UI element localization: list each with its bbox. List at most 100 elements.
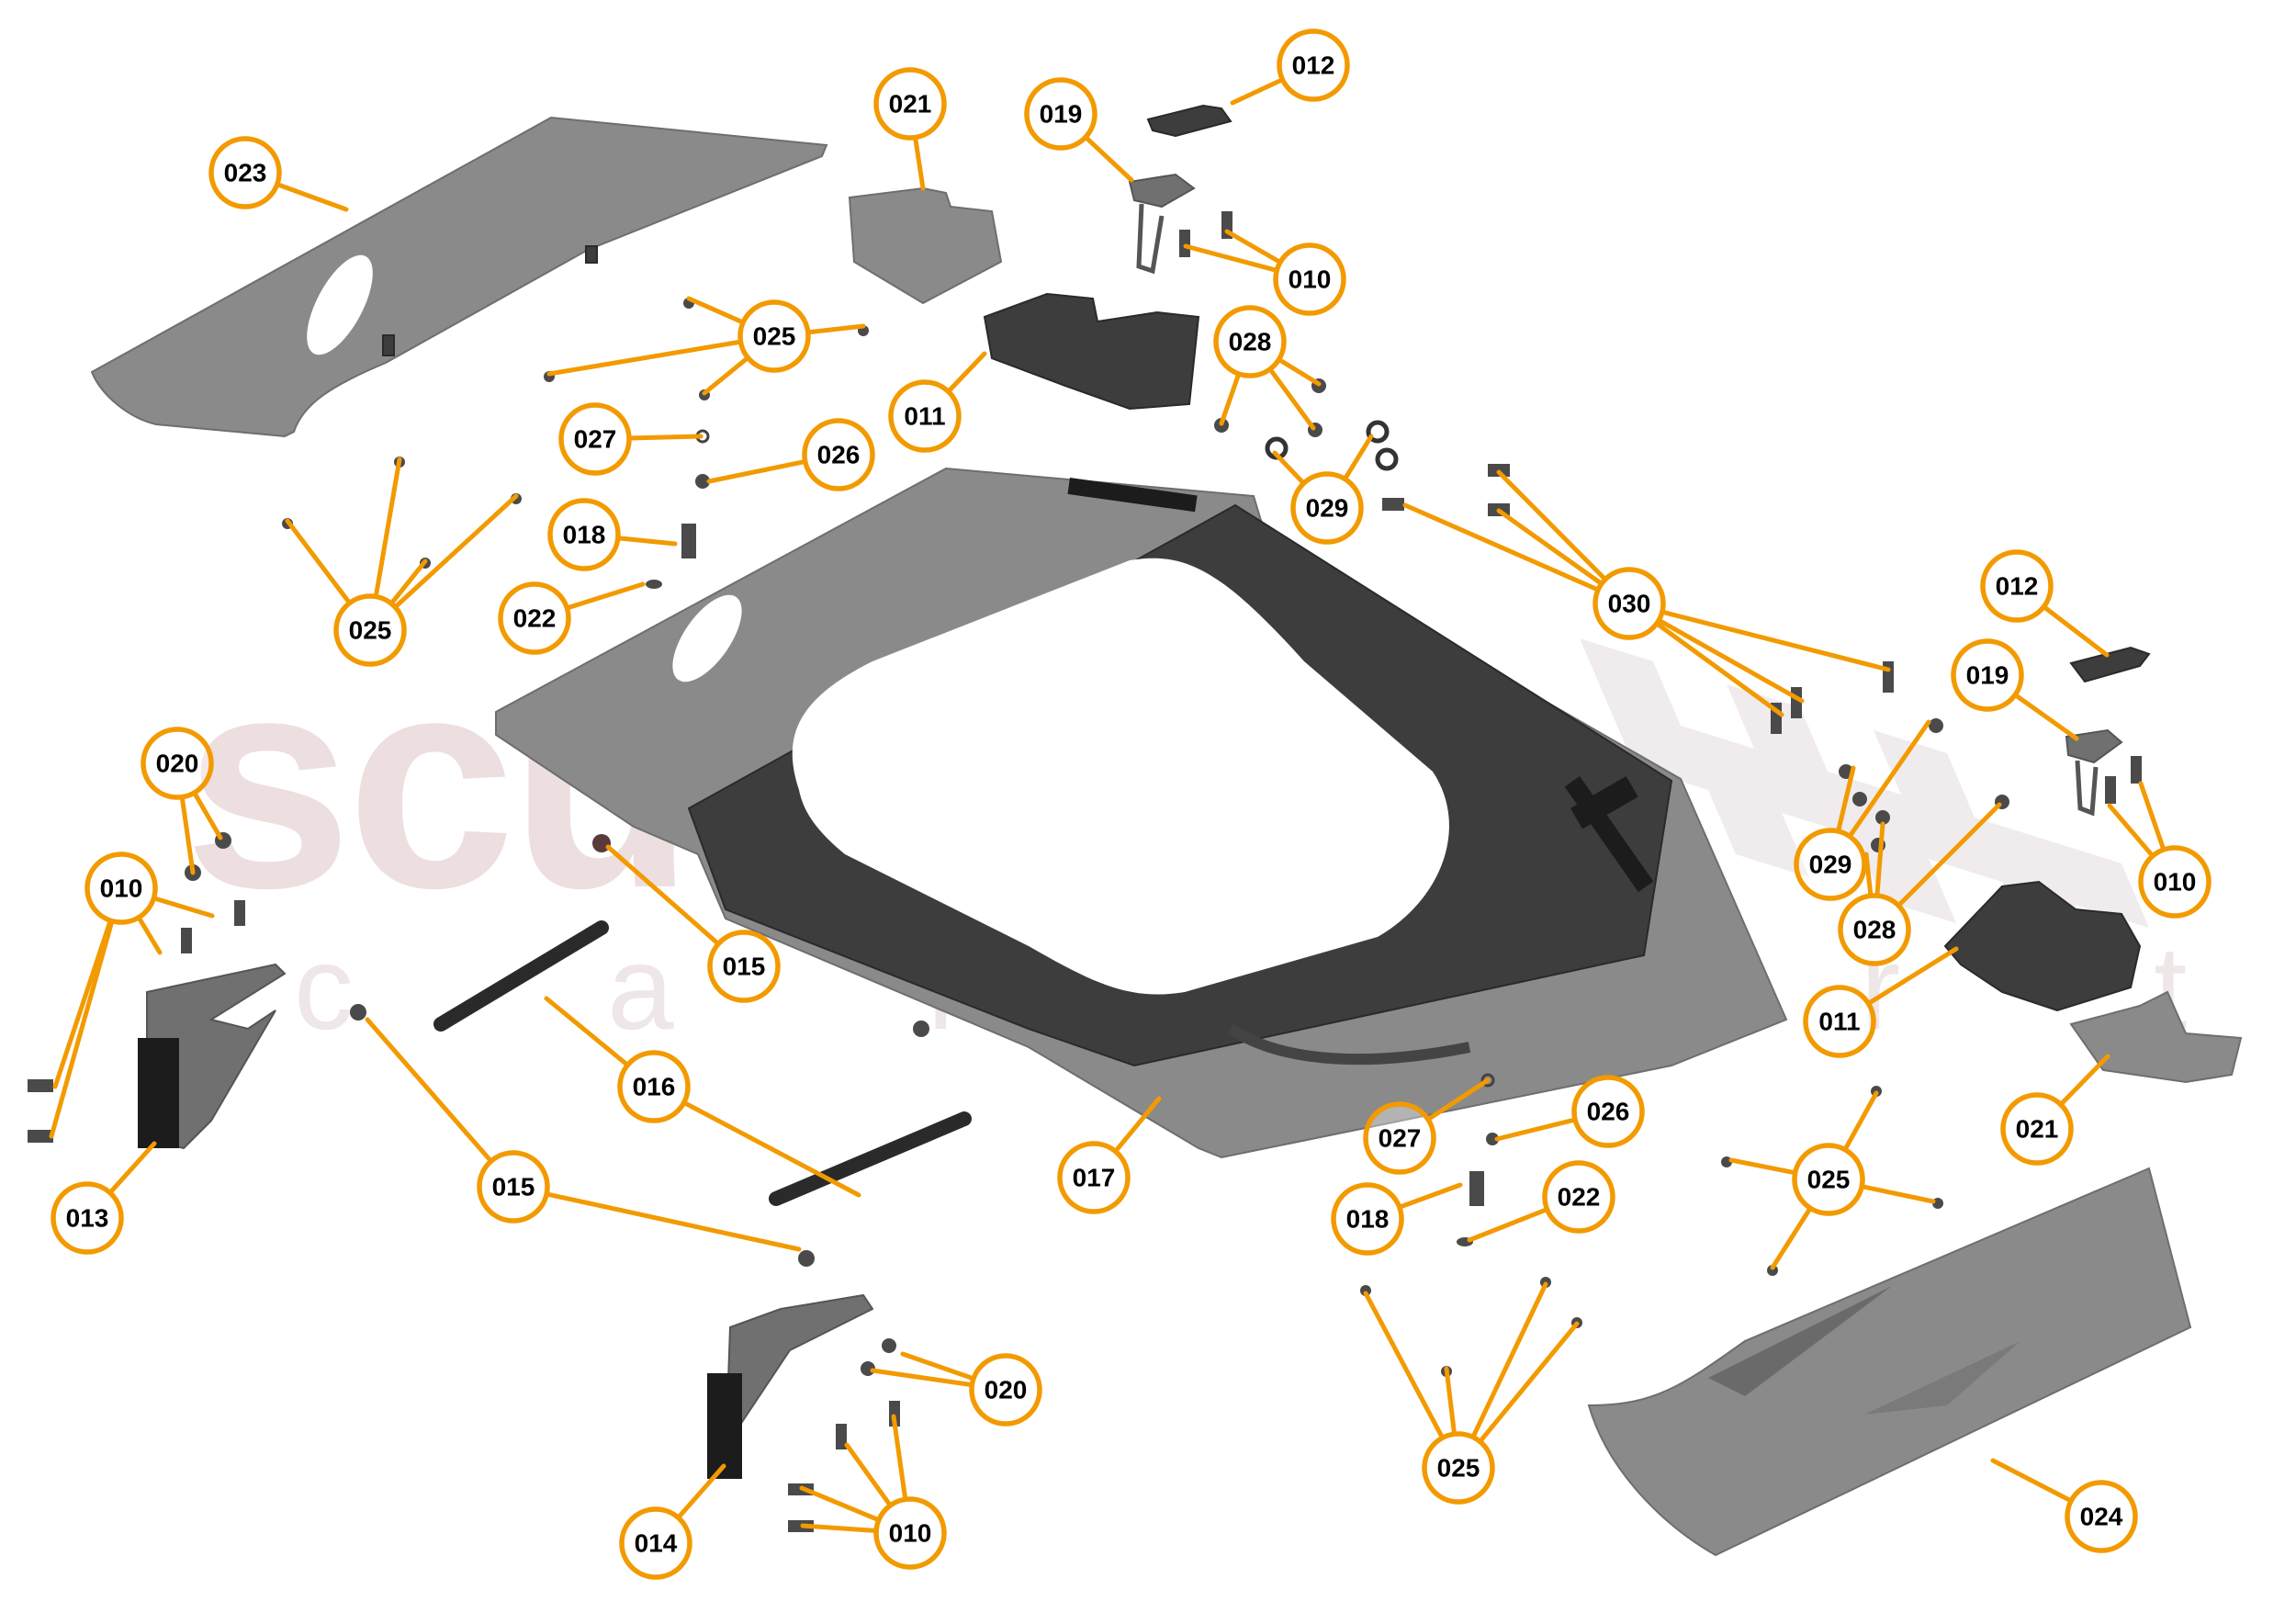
callout-circle <box>873 1496 947 1570</box>
leader-line <box>1342 434 1374 481</box>
callout-015[interactable]: 015 <box>605 844 781 1003</box>
callout-label: 022 <box>513 604 557 633</box>
callout-010[interactable]: 010 <box>49 851 215 1139</box>
callout-011[interactable]: 011 <box>888 351 987 453</box>
callout-018[interactable]: 018 <box>547 498 678 571</box>
callout-012[interactable]: 012 <box>1980 549 2110 658</box>
part-016-gas-strut-upper <box>433 920 609 1032</box>
callout-label: 025 <box>349 616 392 645</box>
leader-line <box>388 558 428 606</box>
leader-line <box>136 915 163 955</box>
leader-line <box>800 1523 879 1533</box>
callout-label: 025 <box>753 322 796 351</box>
part-012-striker-right <box>2069 646 2151 683</box>
callout-023[interactable]: 023 <box>208 136 349 212</box>
callout-label: 025 <box>1807 1166 1851 1194</box>
leader-line <box>2041 603 2110 658</box>
callout-019[interactable]: 019 <box>1951 638 2079 741</box>
callout-circle <box>873 67 947 141</box>
callout-022[interactable]: 022 <box>1467 1160 1615 1243</box>
callout-027[interactable]: 027 <box>1363 1077 1491 1175</box>
callout-026[interactable]: 026 <box>706 418 875 491</box>
leader-line <box>285 518 353 605</box>
callout-label: 019 <box>1966 661 2009 690</box>
leader-line <box>1728 1157 1798 1176</box>
callout-014[interactable]: 014 <box>619 1463 726 1580</box>
leader-line <box>706 458 808 484</box>
callout-017[interactable]: 017 <box>1057 1096 1162 1214</box>
callout-label: 012 <box>1996 572 2039 601</box>
callout-025[interactable]: 025 <box>285 457 519 667</box>
leader-line <box>2138 781 2167 852</box>
callout-022[interactable]: 022 <box>498 581 646 655</box>
callout-label: 018 <box>1346 1205 1390 1234</box>
leader-line <box>1402 502 1601 592</box>
callout-circle <box>1593 567 1666 640</box>
callout-029[interactable]: 029 <box>1794 719 1931 901</box>
leader-line <box>1896 802 2002 908</box>
callout-025[interactable]: 025 <box>1728 1090 1936 1270</box>
callout-021[interactable]: 021 <box>873 67 947 191</box>
callout-012[interactable]: 012 <box>1230 28 1350 106</box>
callout-circle <box>2065 1480 2138 1553</box>
callout-label: 014 <box>635 1529 678 1558</box>
callout-circle <box>1422 1431 1495 1505</box>
callout-025[interactable]: 025 <box>546 296 866 396</box>
callout-021[interactable]: 021 <box>2000 1054 2110 1166</box>
leader-line <box>1990 1458 2074 1504</box>
callout-circle <box>2138 845 2212 919</box>
callout-013[interactable]: 013 <box>51 1141 157 1255</box>
callout-circle <box>619 1506 692 1580</box>
callout-circle <box>1794 828 1867 901</box>
callout-027[interactable]: 027 <box>558 402 703 476</box>
leader-line <box>675 1463 726 1520</box>
callout-circle <box>547 498 621 571</box>
part-011-latch-right <box>1943 880 2142 1012</box>
leader-line <box>1444 1366 1458 1437</box>
leader-line <box>844 1442 893 1508</box>
callout-028[interactable]: 028 <box>1213 305 1322 431</box>
callout-010[interactable]: 010 <box>799 1414 947 1570</box>
part-017-hood-frame <box>495 467 1788 1159</box>
callout-label: 027 <box>574 425 617 454</box>
callout-026[interactable]: 026 <box>1494 1075 1645 1148</box>
leader-line <box>799 1485 882 1523</box>
callout-016[interactable]: 016 <box>544 996 861 1198</box>
callout-010[interactable]: 010 <box>1183 229 1346 316</box>
callout-label: 021 <box>2016 1115 2059 1144</box>
callout-label: 010 <box>100 874 143 903</box>
callout-029[interactable]: 029 <box>1272 434 1374 545</box>
callout-015[interactable]: 015 <box>365 1017 802 1252</box>
leader-line <box>1219 371 1242 426</box>
leader-line <box>1660 609 1891 672</box>
callout-030[interactable]: 030 <box>1402 469 1891 717</box>
callout-010[interactable]: 010 <box>2107 781 2212 919</box>
callout-020[interactable]: 020 <box>870 1351 1042 1427</box>
leader-line <box>392 493 519 610</box>
part-021-bracket-top <box>848 186 1003 305</box>
callout-020[interactable]: 020 <box>141 727 223 875</box>
leader-line <box>1113 1096 1162 1154</box>
leader-line <box>1277 356 1322 387</box>
leader-line <box>1865 946 1959 1006</box>
leader-line <box>1656 617 1805 704</box>
callout-circle <box>208 136 282 209</box>
leader-line <box>1267 367 1316 431</box>
callout-018[interactable]: 018 <box>1331 1182 1463 1256</box>
callout-circle <box>1290 471 1364 545</box>
leader-line <box>891 1414 908 1502</box>
callout-025[interactable]: 025 <box>1363 1281 1580 1505</box>
leader-line <box>946 351 987 394</box>
callout-011[interactable]: 011 <box>1803 946 1959 1058</box>
callout-028[interactable]: 028 <box>1838 802 2002 966</box>
leader-line <box>192 790 223 840</box>
callout-024[interactable]: 024 <box>1990 1458 2138 1553</box>
callout-019[interactable]: 019 <box>1024 77 1134 183</box>
callout-label: 021 <box>889 90 932 118</box>
leader-line <box>275 182 349 212</box>
leader-line <box>1654 621 1784 717</box>
callout-circle <box>1057 1141 1131 1214</box>
leader-line <box>1496 469 1608 582</box>
callout-circle <box>1838 893 1911 966</box>
